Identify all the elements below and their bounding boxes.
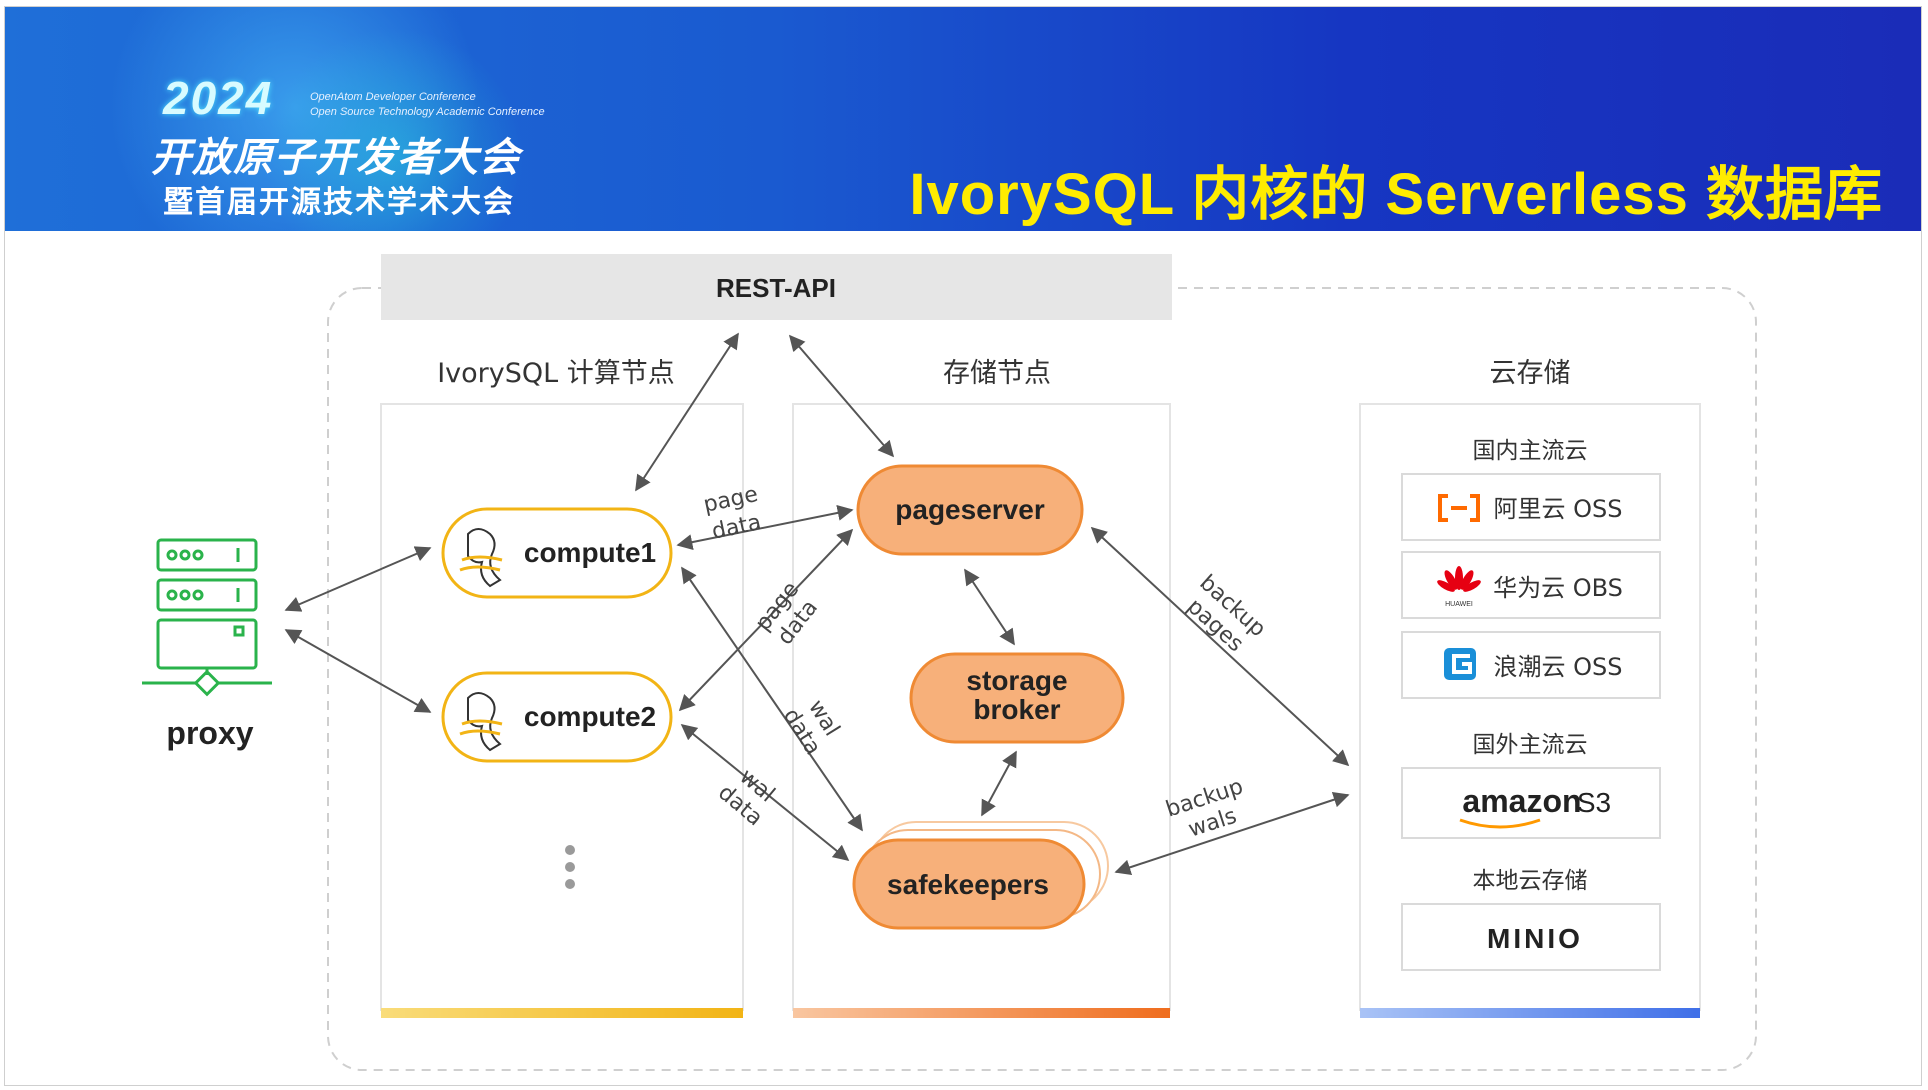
arrow-rest-pageserver (788, 334, 895, 458)
storage-section-title: 存储节点 (943, 358, 1051, 389)
huawei-label: 华为云 OBS (1493, 574, 1623, 602)
compute2-node[interactable]: compute2 (441, 671, 673, 763)
compute1-node[interactable]: compute1 (441, 507, 673, 599)
amazon-service-label: S3 (1577, 787, 1611, 818)
storage-broker-label-2: broker (973, 694, 1060, 725)
arrow-pageserver-cloud (1090, 526, 1350, 767)
amazon-brand-label: amazon (1462, 783, 1581, 819)
server-rack-icon (142, 538, 272, 697)
arrow-proxy-compute2 (284, 629, 432, 713)
compute2-label: compute2 (524, 701, 656, 732)
elephant-icon (459, 528, 503, 588)
compute-section-title: IvorySQL 计算节点 (437, 358, 675, 389)
minio-label: MINIO (1487, 923, 1583, 954)
cloud-section-title: 云存储 (1490, 358, 1571, 389)
conference-name-cn-1: 开放原子开发者大会 (151, 136, 520, 180)
storage-broker-node[interactable]: storage broker (909, 652, 1125, 744)
amazon-s3-card[interactable]: amazon S3 (1401, 767, 1661, 839)
page-title: IvorySQL 内核的 Serverless 数据库 (909, 162, 1883, 227)
foreign-cloud-header: 国外主流云 (1473, 732, 1588, 758)
huawei-logo-text: HUAWEI (1445, 601, 1473, 608)
arrow-rest-compute1 (635, 332, 739, 492)
safekeepers-node[interactable]: safekeepers (852, 821, 1109, 930)
conference-name-en-1: OpenAtom Developer Conference (310, 91, 476, 103)
conference-year: 2024 (163, 72, 274, 124)
domestic-cloud-header: 国内主流云 (1473, 438, 1588, 464)
minio-card[interactable]: MINIO (1401, 903, 1661, 971)
connection-arrows (284, 332, 1350, 876)
pageserver-node[interactable]: pageserver (856, 464, 1084, 556)
cloud-panel-bar (1360, 1008, 1700, 1018)
pageserver-label: pageserver (895, 494, 1045, 525)
arrow-proxy-compute1 (284, 546, 432, 612)
compute-panel-bar (381, 1008, 743, 1018)
storage-broker-label-1: storage (966, 665, 1067, 696)
header-banner: 2024 OpenAtom Developer Conference Open … (5, 7, 1921, 231)
rest-api-bar (381, 254, 1172, 320)
safekeepers-label: safekeepers (887, 869, 1049, 900)
conference-name-en-2: Open Source Technology Academic Conferen… (310, 106, 545, 118)
aliyun-label: 阿里云 OSS (1494, 495, 1623, 523)
inspur-logo-icon (1444, 648, 1476, 680)
inspur-card[interactable]: 浪潮云 OSS (1401, 631, 1661, 699)
aliyun-card[interactable]: 阿里云 OSS (1401, 473, 1661, 541)
proxy-label: proxy (166, 715, 253, 751)
arrow-safekeepers-cloud (1114, 791, 1350, 876)
huawei-card[interactable]: HUAWEI 华为云 OBS (1401, 551, 1661, 619)
huawei-logo-icon: HUAWEI (1437, 566, 1481, 608)
arrow-compute2-safekeepers (680, 723, 850, 862)
aliyun-logo-icon (1438, 494, 1480, 522)
local-cloud-header: 本地云存储 (1473, 868, 1588, 894)
inspur-label: 浪潮云 OSS (1494, 653, 1623, 681)
rest-api-label: REST-API (716, 273, 836, 303)
amazon-smile-icon (1459, 818, 1541, 829)
ellipsis-vertical-icon (565, 845, 575, 889)
conference-name-cn-2: 暨首届开源技术学术大会 (163, 186, 515, 219)
arrow-broker-safekeepers (981, 750, 1017, 817)
elephant-icon (459, 692, 503, 752)
compute1-label: compute1 (524, 537, 656, 568)
arrow-pageserver-broker (964, 568, 1015, 646)
storage-panel-bar (793, 1008, 1170, 1018)
